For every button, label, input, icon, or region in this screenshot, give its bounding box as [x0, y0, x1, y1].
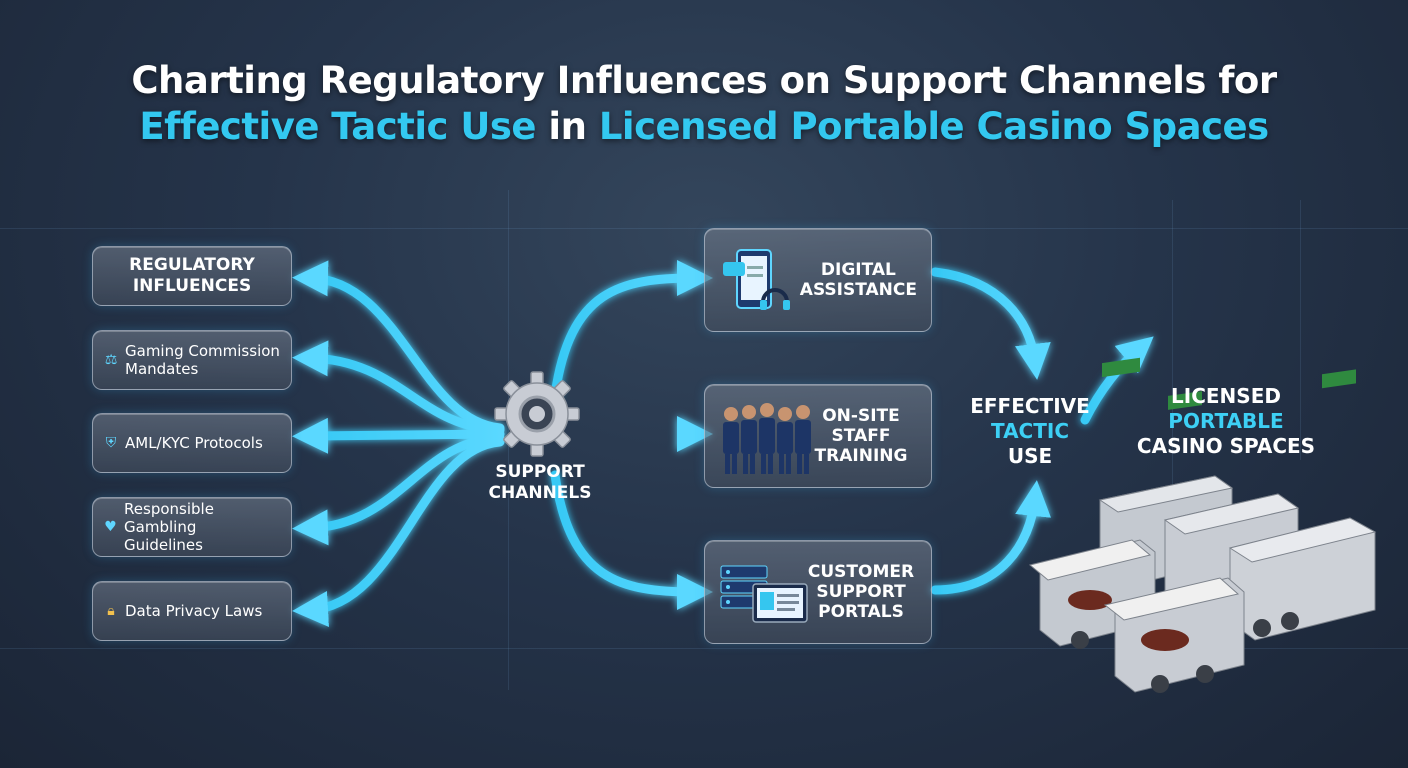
casino-trailers-illustration	[1028, 357, 1377, 693]
channel-label: CUSTOMER	[807, 562, 915, 582]
influence-label: AML/KYC Protocols	[125, 434, 263, 452]
gear-icon	[494, 371, 580, 457]
tablet-chat-headset-icon	[719, 244, 800, 316]
channel-label: ASSISTANCE	[799, 280, 917, 300]
channel-label: STAFF	[831, 426, 891, 446]
arrow-to-aml-kyc	[292, 417, 505, 454]
trailer	[1228, 369, 1377, 641]
support-channels-label: SUPPORT CHANNELS	[470, 462, 610, 504]
title-highlight-effective: Effective Tactic Use	[139, 105, 537, 148]
channel-label: TRAINING	[814, 446, 908, 466]
page-title: Charting Regulatory Influences on Suppor…	[0, 58, 1408, 150]
arrow-to-data-privacy	[292, 437, 505, 627]
channel-label: ON-SITE	[822, 406, 900, 426]
title-line-2: Effective Tactic Use in Licensed Portabl…	[0, 104, 1408, 150]
arrow-effective-to-licensed	[1080, 336, 1154, 425]
grid-line	[1172, 200, 1173, 500]
grid-line	[0, 648, 1408, 649]
influence-item: ⛨ AML/KYC Protocols	[92, 413, 292, 473]
heart-hand-icon: ♥	[104, 519, 117, 535]
licensed-line-2: PORTABLE	[1168, 409, 1284, 433]
effective-tactic-use-label: EFFECTIVE TACTIC USE	[952, 394, 1108, 469]
shield-check-icon: ⛨	[105, 435, 117, 451]
effective-line-3: USE	[1007, 444, 1053, 468]
title-line-1: Charting Regulatory Influences on Suppor…	[131, 59, 1277, 102]
grid-line	[0, 228, 1408, 229]
arrow-to-digital-assistance	[550, 260, 713, 400]
title-connector: in	[536, 105, 599, 148]
support-channels-line-1: SUPPORT	[495, 462, 585, 482]
title-highlight-licensed: Licensed Portable Casino Spaces	[598, 105, 1269, 148]
effective-line-2: TACTIC	[990, 419, 1069, 443]
licensed-line-3: CASINO SPACES	[1136, 434, 1316, 458]
influence-label: Gaming Commission	[125, 342, 280, 360]
influence-label: Mandates	[125, 360, 199, 378]
licensed-line-1: LICENSED	[1171, 384, 1281, 408]
arrow-to-gaming-commission	[292, 340, 505, 435]
influence-label: Data Privacy Laws	[125, 602, 263, 620]
server-portal-icon	[719, 556, 808, 628]
arrow-to-regulatory-influences	[292, 260, 505, 433]
staff-group-icon	[719, 400, 811, 474]
licensed-casino-spaces-label: LICENSED PORTABLE CASINO SPACES	[1108, 384, 1344, 459]
channel-label: PORTALS	[818, 602, 904, 622]
grid-line	[1300, 200, 1301, 460]
header-line-2: INFLUENCES	[132, 276, 252, 296]
lock-icon: 🔒︎	[107, 603, 115, 619]
channel-label: SUPPORT	[816, 582, 906, 602]
header-line-1: REGULATORY	[129, 255, 255, 275]
influence-label: Responsible Gambling	[124, 500, 214, 536]
arrow-to-customer-portals	[550, 470, 713, 610]
support-channels-line-2: CHANNELS	[488, 483, 592, 503]
channel-label: DIGITAL	[820, 260, 896, 280]
influence-label: Guidelines	[124, 536, 203, 554]
arrow-to-responsible-gambling	[292, 433, 505, 546]
trailer	[1103, 577, 1245, 693]
gavel-icon: ⚖	[104, 352, 118, 368]
effective-line-1: EFFECTIVE	[970, 394, 1090, 418]
arrow-digital-to-effective	[930, 267, 1051, 380]
arrow-portals-to-effective	[930, 480, 1051, 595]
influence-item: 🔒︎ Data Privacy Laws	[92, 581, 292, 641]
